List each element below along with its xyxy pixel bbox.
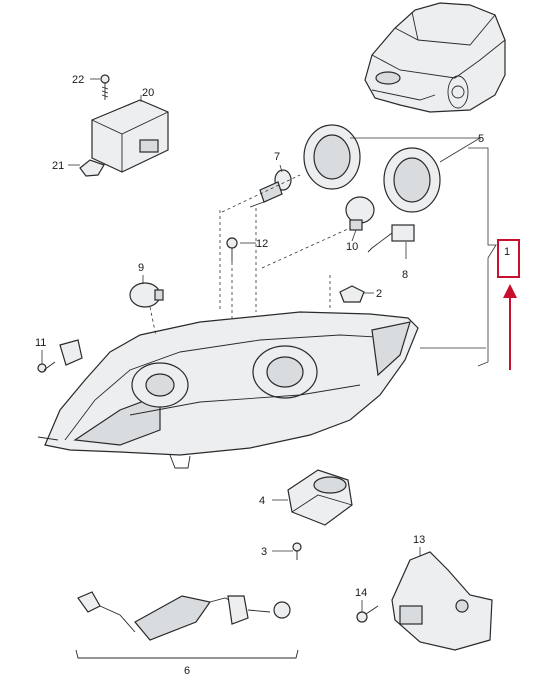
callout-21: 21 — [52, 160, 64, 172]
screw-22 — [100, 74, 110, 100]
car-thumbnail — [364, 2, 506, 113]
bulb-9 — [129, 282, 164, 308]
screw-14 — [356, 605, 379, 623]
bracket-13 — [391, 551, 493, 651]
headlight-ring-upper — [303, 124, 361, 190]
control-unit — [91, 99, 169, 173]
highlight-annotation — [497, 239, 520, 370]
screw-12 — [226, 237, 238, 262]
callout-12: 12 — [256, 238, 268, 250]
callout-11: 11 — [35, 337, 46, 349]
leader-lines — [41, 78, 497, 612]
headlight-ring-lower — [383, 147, 441, 213]
clip-21 — [79, 159, 105, 177]
callout-4: 4 — [259, 495, 265, 507]
callout-20: 20 — [142, 87, 154, 99]
bulb-7 — [249, 169, 292, 208]
callout-7: 7 — [274, 151, 280, 163]
highlight-box — [497, 239, 520, 278]
headlight-assembly — [37, 311, 419, 469]
callout-2: 2 — [376, 288, 382, 300]
callout-22: 22 — [72, 74, 84, 86]
bulb-8 — [367, 224, 415, 253]
cap-2 — [339, 285, 365, 303]
callout-1: 1 — [504, 246, 510, 258]
callout-8: 8 — [402, 269, 408, 281]
callout-10: 10 — [346, 241, 358, 253]
callout-6: 6 — [184, 665, 190, 677]
callout-13: 13 — [413, 534, 425, 546]
ballast-4 — [287, 469, 353, 526]
screw-11 — [37, 361, 56, 373]
screw-3 — [292, 542, 302, 560]
wiring-harness — [75, 591, 299, 659]
callout-9: 9 — [138, 262, 144, 274]
callout-3: 3 — [261, 546, 267, 558]
bulb-10 — [345, 196, 375, 231]
callout-14: 14 — [355, 587, 367, 599]
callout-5: 5 — [478, 133, 484, 145]
callout-labels: 22 20 21 5 7 12 10 8 9 2 11 1 4 3 13 14 … — [35, 74, 510, 677]
highlight-arrow-head — [503, 284, 517, 298]
